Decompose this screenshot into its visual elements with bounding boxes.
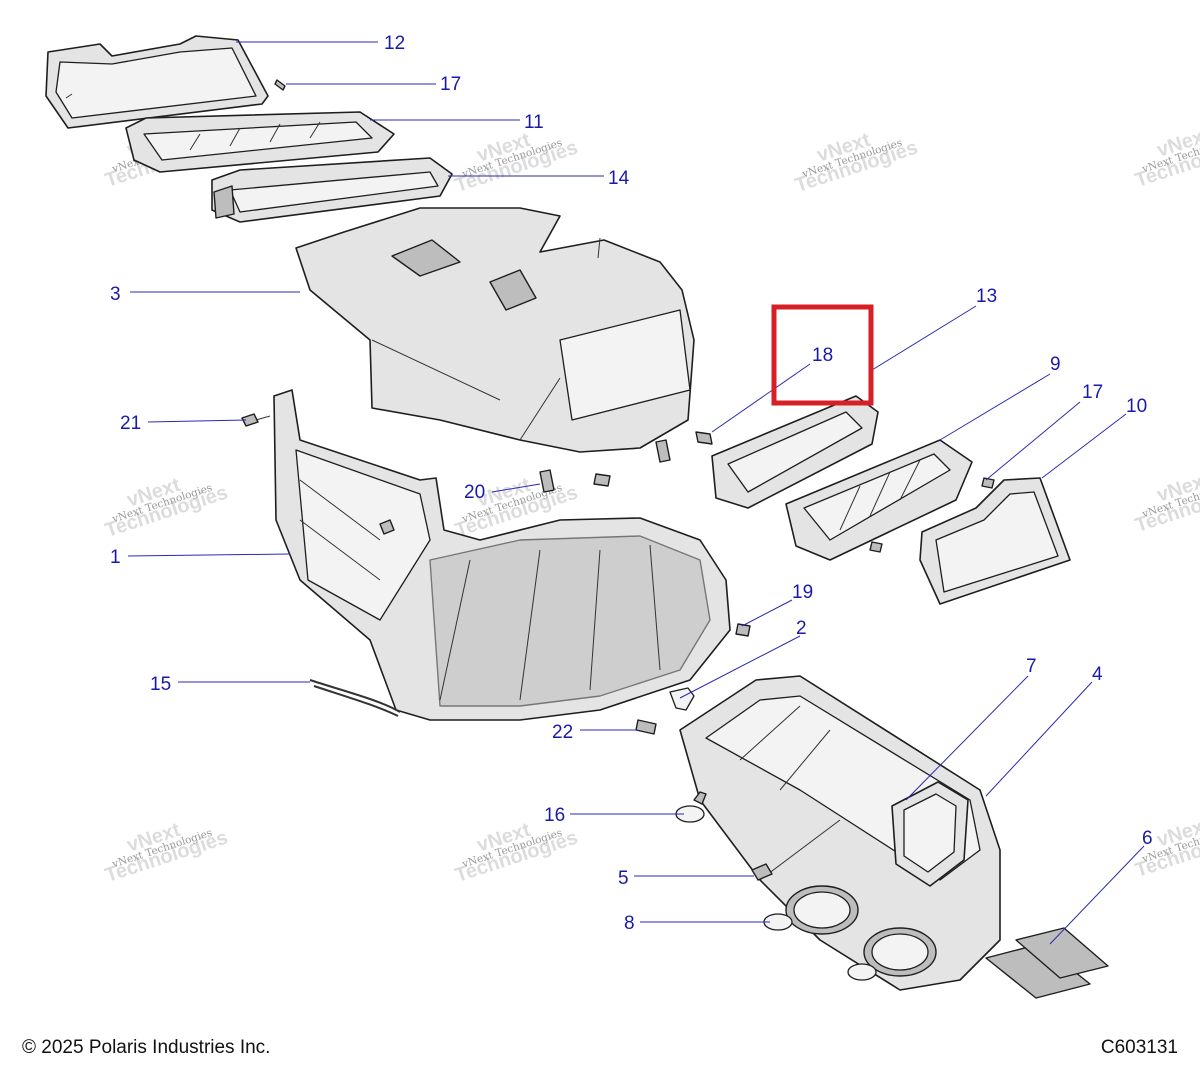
part-17-screw-right (869, 477, 995, 553)
callout-6: 6 (1142, 828, 1153, 849)
outlet-tubes (785, 885, 937, 977)
part-7-outlet-ring (891, 781, 969, 887)
part-screw-mid (379, 473, 611, 535)
part-13-duct (711, 395, 879, 509)
highlight-box-callout-18 (771, 304, 874, 406)
callout-17: 17 (1082, 382, 1103, 403)
part-12-gasket (45, 35, 269, 129)
callout-19: 19 (792, 582, 813, 603)
part-14-filter (211, 157, 453, 223)
callout-13: 13 (976, 286, 997, 307)
callout-18: 18 (812, 345, 833, 366)
callout-11: 11 (524, 112, 544, 133)
callout-12: 12 (384, 33, 405, 54)
callout-16: 16 (544, 805, 565, 826)
callout-8: 8 (624, 913, 635, 934)
part-5-nut (751, 863, 773, 881)
callout-22: 22 (552, 722, 573, 743)
part-11-frame (125, 111, 395, 173)
part-6-foam-pads (985, 927, 1109, 999)
part-1-lower-housing (273, 389, 731, 721)
callout-15: 15 (150, 674, 171, 695)
callout-9: 9 (1050, 354, 1061, 375)
part-22-valve (635, 719, 657, 735)
leader-lines (127, 41, 1145, 945)
callout-10: 10 (1126, 396, 1147, 417)
copyright-text: © 2025 Polaris Industries Inc. (22, 1037, 271, 1058)
callout-20: 20 (464, 482, 485, 503)
callout-labels: 12 17 11 14 3 13 18 9 17 10 21 20 1 19 2… (110, 33, 1153, 934)
part-16-clamp (675, 791, 707, 823)
part-17-screw-top (274, 79, 286, 91)
drawing-number: C603131 (1100, 1037, 1178, 1058)
callout-17: 17 (440, 74, 461, 95)
part-3-upper-housing (295, 207, 695, 453)
part-2-drain (669, 687, 695, 711)
callout-3: 3 (110, 284, 121, 305)
callout-7: 7 (1026, 656, 1037, 677)
callout-2: 2 (796, 618, 807, 639)
callout-1: 1 (110, 547, 121, 568)
part-10-gasket (919, 477, 1071, 605)
part-15-cable-tie (309, 679, 401, 717)
callout-21: 21 (120, 413, 141, 434)
part-20-clip (539, 439, 671, 493)
callout-14: 14 (608, 168, 630, 189)
callout-4: 4 (1092, 664, 1103, 685)
callout-5: 5 (618, 868, 629, 889)
part-8-clamp (763, 913, 877, 981)
part-9-grille (785, 439, 973, 561)
part-19-screw (735, 623, 751, 637)
part-18-bolt (695, 431, 713, 445)
part-21-screw (241, 413, 271, 427)
